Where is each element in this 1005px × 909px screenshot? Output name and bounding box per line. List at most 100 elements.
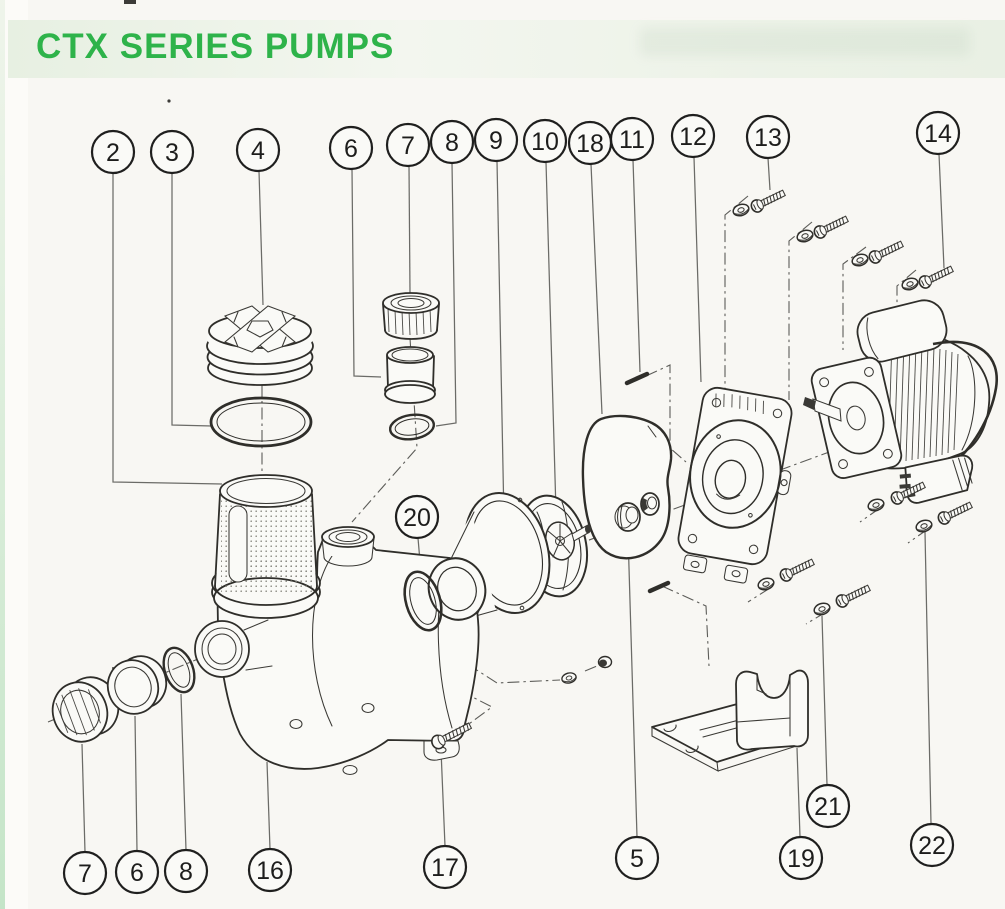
callout-6-15: 6 bbox=[114, 849, 160, 895]
leader-line-12 bbox=[693, 156, 702, 383]
leader-line-17 bbox=[440, 749, 446, 847]
callout-circle bbox=[670, 113, 716, 159]
callout-11-9: 11 bbox=[609, 116, 655, 162]
leader-line-14 bbox=[938, 153, 945, 269]
leader-line-8 bbox=[180, 693, 187, 851]
leader-line-22 bbox=[924, 531, 932, 825]
part-7-union-nut-front bbox=[51, 676, 120, 743]
part-11-stud bbox=[624, 371, 650, 386]
callout-12-10: 12 bbox=[670, 113, 716, 159]
page-title: CTX SERIES PUMPS bbox=[36, 27, 395, 66]
callout-number: 10 bbox=[531, 128, 559, 156]
callout-9-6: 9 bbox=[473, 117, 519, 163]
callout-number: 6 bbox=[130, 859, 144, 887]
part-13-screws-and-washers bbox=[730, 186, 906, 269]
leader-line-6 bbox=[351, 168, 382, 378]
callout-number: 21 bbox=[814, 793, 842, 821]
callout-20-13: 20 bbox=[394, 494, 440, 540]
part-11-stud-lower bbox=[647, 580, 671, 594]
callout-14-12: 14 bbox=[915, 110, 961, 156]
callout-number: 6 bbox=[344, 135, 358, 163]
callout-21-21: 21 bbox=[805, 783, 851, 829]
drain-plug-and-washer bbox=[560, 655, 613, 686]
leader-line-2 bbox=[112, 173, 223, 485]
leader-line-10 bbox=[545, 161, 557, 513]
callout-6-3: 6 bbox=[328, 125, 374, 171]
callout-circle bbox=[522, 118, 568, 164]
callout-circle bbox=[805, 783, 851, 829]
part-14-motor bbox=[803, 299, 999, 504]
callout-circle bbox=[422, 844, 468, 890]
part-6-union-tail-front bbox=[106, 655, 168, 715]
leader-line-16 bbox=[266, 761, 271, 850]
motor-terminal-cap bbox=[856, 299, 948, 363]
leader-line-5 bbox=[627, 533, 638, 838]
callout-2-0: 2 bbox=[90, 129, 136, 175]
lid-cross-handle bbox=[223, 305, 297, 353]
leader-line-11 bbox=[632, 159, 641, 373]
pump-body-inlet-port bbox=[194, 619, 273, 678]
callout-17-18: 17 bbox=[422, 844, 468, 890]
callout-number: 5 bbox=[630, 845, 644, 873]
callout-number: 2 bbox=[106, 139, 120, 167]
leader-line-3 bbox=[171, 173, 213, 427]
callout-circle bbox=[385, 122, 431, 168]
callout-number: 20 bbox=[403, 504, 431, 532]
part-17-bolt bbox=[431, 722, 473, 750]
page-left-edge-tint bbox=[0, 0, 5, 909]
leader-line-19 bbox=[796, 747, 801, 838]
callout-circle bbox=[473, 117, 519, 163]
part-20-oring bbox=[403, 570, 443, 632]
pump-body-volute-collar bbox=[427, 557, 487, 621]
callout-19-20: 19 bbox=[778, 835, 824, 881]
leader-line-8 bbox=[435, 162, 457, 427]
callout-number: 22 bbox=[918, 832, 946, 860]
callout-10-7: 10 bbox=[522, 118, 568, 164]
callout-number: 16 bbox=[256, 857, 284, 885]
callout-number: 12 bbox=[679, 123, 707, 151]
part-18-gasket bbox=[581, 414, 673, 560]
part-22-screw bbox=[913, 498, 975, 535]
callout-8-16: 8 bbox=[163, 848, 209, 894]
callout-number: 18 bbox=[576, 130, 604, 158]
callout-number: 11 bbox=[619, 126, 645, 154]
callout-3-1: 3 bbox=[149, 129, 195, 175]
pump-body-discharge-port bbox=[321, 526, 375, 567]
callout-circle bbox=[394, 494, 440, 540]
seal-plate-vents bbox=[715, 393, 764, 414]
callout-circle bbox=[163, 848, 209, 894]
part-7-union-nut-top bbox=[382, 292, 440, 340]
scan-artifact bbox=[124, 0, 136, 4]
callout-22-22: 22 bbox=[909, 822, 955, 868]
leader-line-13 bbox=[767, 157, 771, 191]
callout-number: 14 bbox=[924, 120, 952, 148]
callout-number: 7 bbox=[401, 132, 415, 160]
callout-circle bbox=[778, 835, 824, 881]
leader-line-7 bbox=[81, 743, 86, 853]
part-6-union-tail-top bbox=[384, 346, 436, 404]
callout-circle bbox=[114, 849, 160, 895]
callout-7-14: 7 bbox=[62, 850, 108, 896]
part-21-screws bbox=[755, 478, 928, 618]
callout-5-19: 5 bbox=[614, 835, 660, 881]
callout-number: 4 bbox=[251, 137, 265, 165]
bleed-through-text-ghost bbox=[640, 28, 970, 56]
leader-line-9 bbox=[496, 160, 505, 521]
callout-circle bbox=[614, 835, 660, 881]
part-19-base-foot bbox=[651, 669, 809, 772]
callout-18-8: 18 bbox=[567, 120, 613, 166]
callout-circle bbox=[909, 822, 955, 868]
callout-number: 8 bbox=[179, 858, 193, 886]
part-12-seal-plate bbox=[677, 386, 793, 584]
leader-lines bbox=[81, 153, 945, 853]
callout-circle bbox=[149, 129, 195, 175]
leader-line-7 bbox=[408, 165, 411, 294]
callout-circle bbox=[235, 127, 281, 173]
motor-flange bbox=[810, 356, 903, 479]
scan-speck bbox=[167, 99, 171, 103]
callout-circle bbox=[90, 129, 136, 175]
leader-line-6 bbox=[134, 715, 138, 852]
